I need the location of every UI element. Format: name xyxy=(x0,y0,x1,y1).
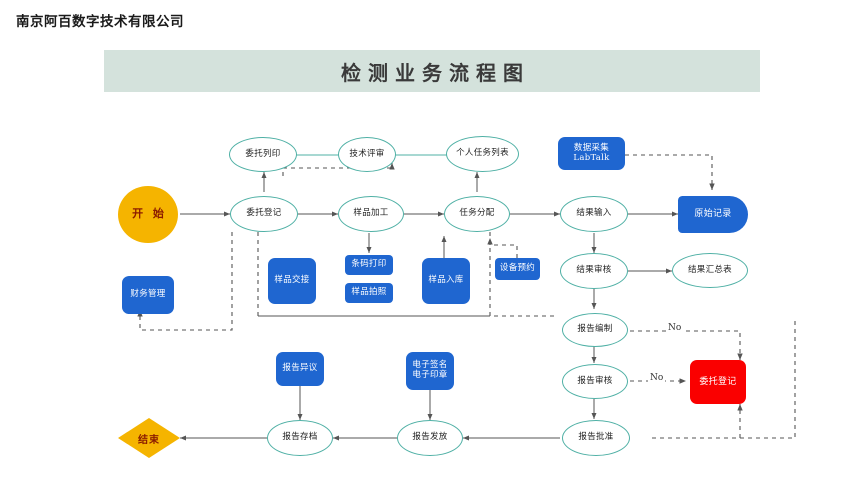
data-collect-line1: 数据采集 xyxy=(573,142,610,153)
node-sample-handover[interactable]: 样品交接 xyxy=(268,258,316,304)
edge-label-no-1: No xyxy=(666,323,684,333)
node-result-review[interactable]: 结果审核 xyxy=(560,253,628,289)
node-result-summary[interactable]: 结果汇总表 xyxy=(672,253,748,288)
node-start[interactable]: 开 始 xyxy=(118,186,178,243)
node-barcode-print[interactable]: 条码打印 xyxy=(345,255,393,275)
node-end[interactable]: 结束 xyxy=(118,418,180,458)
node-sample-photo[interactable]: 样品拍照 xyxy=(345,283,393,303)
node-device-booking[interactable]: 设备预约 xyxy=(495,258,540,280)
node-end-label: 结束 xyxy=(138,434,160,446)
node-sample-process[interactable]: 样品加工 xyxy=(338,196,404,232)
node-tech-review[interactable]: 技术评审 xyxy=(338,137,396,172)
node-report-compile[interactable]: 报告编制 xyxy=(562,313,628,347)
node-personal-task-list[interactable]: 个人任务列表 xyxy=(446,136,519,172)
node-report-approve[interactable]: 报告批准 xyxy=(562,420,630,456)
node-raw-record[interactable]: 原始记录 xyxy=(678,196,748,233)
node-report-issue[interactable]: 报告发放 xyxy=(397,420,463,456)
edge-label-no-2: No xyxy=(648,373,666,383)
title-banner: 检测业务流程图 xyxy=(104,50,760,92)
page-title: 检测业务流程图 xyxy=(341,60,530,85)
node-finance-mgmt[interactable]: 财务管理 xyxy=(122,276,174,314)
node-entrust-register-red[interactable]: 委托登记 xyxy=(690,360,746,404)
node-data-collect[interactable]: 数据采集 LabTalk xyxy=(558,137,625,170)
data-collect-line2: LabTalk xyxy=(573,152,610,163)
node-esign[interactable]: 电子签名 电子印章 xyxy=(406,352,454,390)
node-report-objection[interactable]: 报告异议 xyxy=(276,352,324,386)
node-report-archive[interactable]: 报告存档 xyxy=(267,420,333,456)
node-entrust-print[interactable]: 委托列印 xyxy=(229,137,297,172)
esign-line2: 电子印章 xyxy=(412,370,448,380)
node-result-input[interactable]: 结果输入 xyxy=(560,196,628,232)
node-report-audit[interactable]: 报告审核 xyxy=(562,364,628,399)
company-name: 南京阿百数字技术有限公司 xyxy=(16,14,184,30)
node-task-assign[interactable]: 任务分配 xyxy=(444,196,510,232)
node-entrust-register[interactable]: 委托登记 xyxy=(230,196,298,232)
node-sample-storage[interactable]: 样品入库 xyxy=(422,258,470,304)
esign-line1: 电子签名 xyxy=(412,360,448,371)
